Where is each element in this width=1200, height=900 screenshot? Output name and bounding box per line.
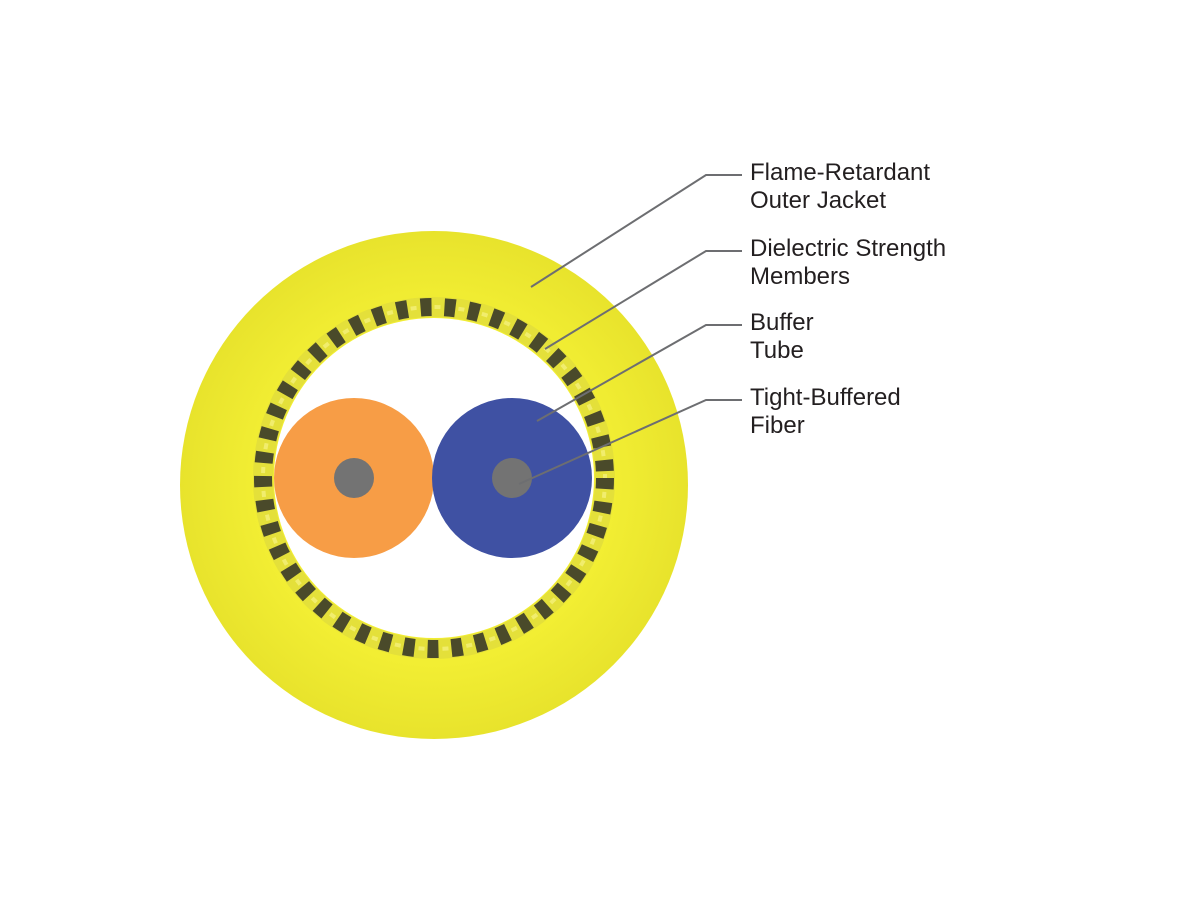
- callout-outer-jacket: Flame-Retardant Outer Jacket: [750, 159, 930, 214]
- callout-buffer-tube-line2: Tube: [750, 337, 804, 364]
- blue-fiber-core: [492, 458, 532, 498]
- callout-tight-buffered-fiber-line2: Fiber: [750, 412, 805, 439]
- leader-line-tight-buffered-fiber: [518, 399, 742, 485]
- callout-tight-buffered-fiber: Tight-Buffered Fiber: [750, 384, 901, 439]
- leader-line-buffer-tube: [536, 324, 742, 422]
- blue-tight-buffered-fiber: [432, 398, 592, 558]
- leader-line-outer-jacket: [530, 174, 742, 288]
- callout-strength-members: Dielectric Strength Members: [750, 235, 946, 290]
- orange-tight-buffered-fiber: [274, 398, 434, 558]
- orange-fiber-core: [334, 458, 374, 498]
- callout-outer-jacket-line2: Outer Jacket: [750, 187, 886, 214]
- callout-strength-members-line2: Members: [750, 263, 850, 290]
- leader-line-strength-members: [544, 250, 742, 350]
- strength-members-ring: [253, 297, 615, 659]
- callout-buffer-tube: Buffer Tube: [750, 309, 814, 364]
- callout-buffer-tube-line1: Buffer: [750, 309, 814, 336]
- strength-members-highlight: [261, 305, 607, 651]
- callout-outer-jacket-line1: Flame-Retardant: [750, 159, 930, 186]
- callout-tight-buffered-fiber-line1: Tight-Buffered: [750, 384, 901, 411]
- callout-strength-members-line1: Dielectric Strength: [750, 235, 946, 262]
